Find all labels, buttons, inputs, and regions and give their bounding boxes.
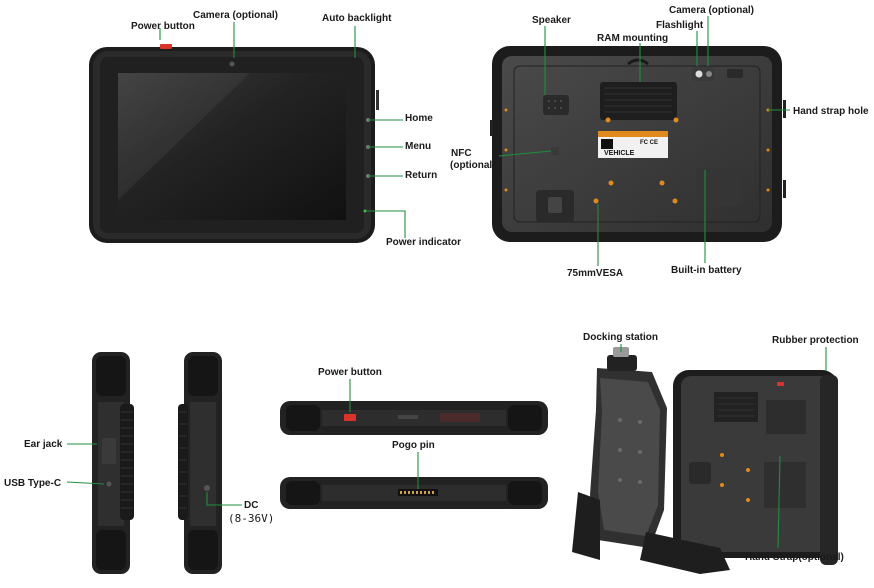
home-label: Home [405, 113, 433, 124]
hand-strap-optional-label: Hand Strap(optional) [745, 552, 844, 563]
dc-voltage-label: (8-36V) [228, 512, 275, 525]
ram-mounting-label: RAM mounting [597, 33, 669, 44]
bottom-edge-view [280, 477, 548, 509]
battery-label: Built-in battery [671, 265, 742, 276]
ear-jack-label: Ear jack [24, 439, 63, 450]
leader-lines [66, 16, 827, 549]
back-tablet: VEHICLE FC CE [490, 46, 786, 242]
svg-text:FC CE: FC CE [640, 140, 658, 146]
top-edge-view [280, 401, 548, 435]
back-camera-label: Camera (optional) [669, 5, 755, 16]
side-view-right [178, 352, 222, 574]
speaker-label: Speaker [532, 15, 571, 26]
vesa-label: 75mmVESA [567, 268, 624, 279]
docking-station-label: Docking station [583, 332, 659, 343]
nfc-optional-label: (optional) [450, 160, 496, 171]
docking-station-illustration [572, 347, 838, 574]
edge-power-button-label: Power button [318, 367, 382, 378]
nfc-label: NFC [451, 148, 472, 159]
badge-brand-text: VEHICLE [604, 150, 635, 157]
menu-label: Menu [405, 141, 432, 152]
side-view-left [92, 352, 134, 574]
usb-type-c-label: USB Type-C [4, 478, 62, 489]
power-indicator-label: Power indicator [386, 237, 462, 248]
return-label: Return [405, 170, 438, 181]
flashlight-label: Flashlight [656, 20, 704, 31]
hand-strap-hole-label: Hand strap hole [793, 106, 869, 117]
pogo-pin-label: Pogo pin [392, 440, 435, 451]
front-camera-label: Camera (optional) [193, 10, 279, 21]
front-tablet [89, 44, 379, 243]
front-power-button-label: Power button [131, 21, 195, 32]
rubber-protection-label: Rubber protection [772, 335, 859, 346]
dc-label: DC [244, 500, 259, 511]
auto-backlight-label: Auto backlight [322, 13, 392, 24]
